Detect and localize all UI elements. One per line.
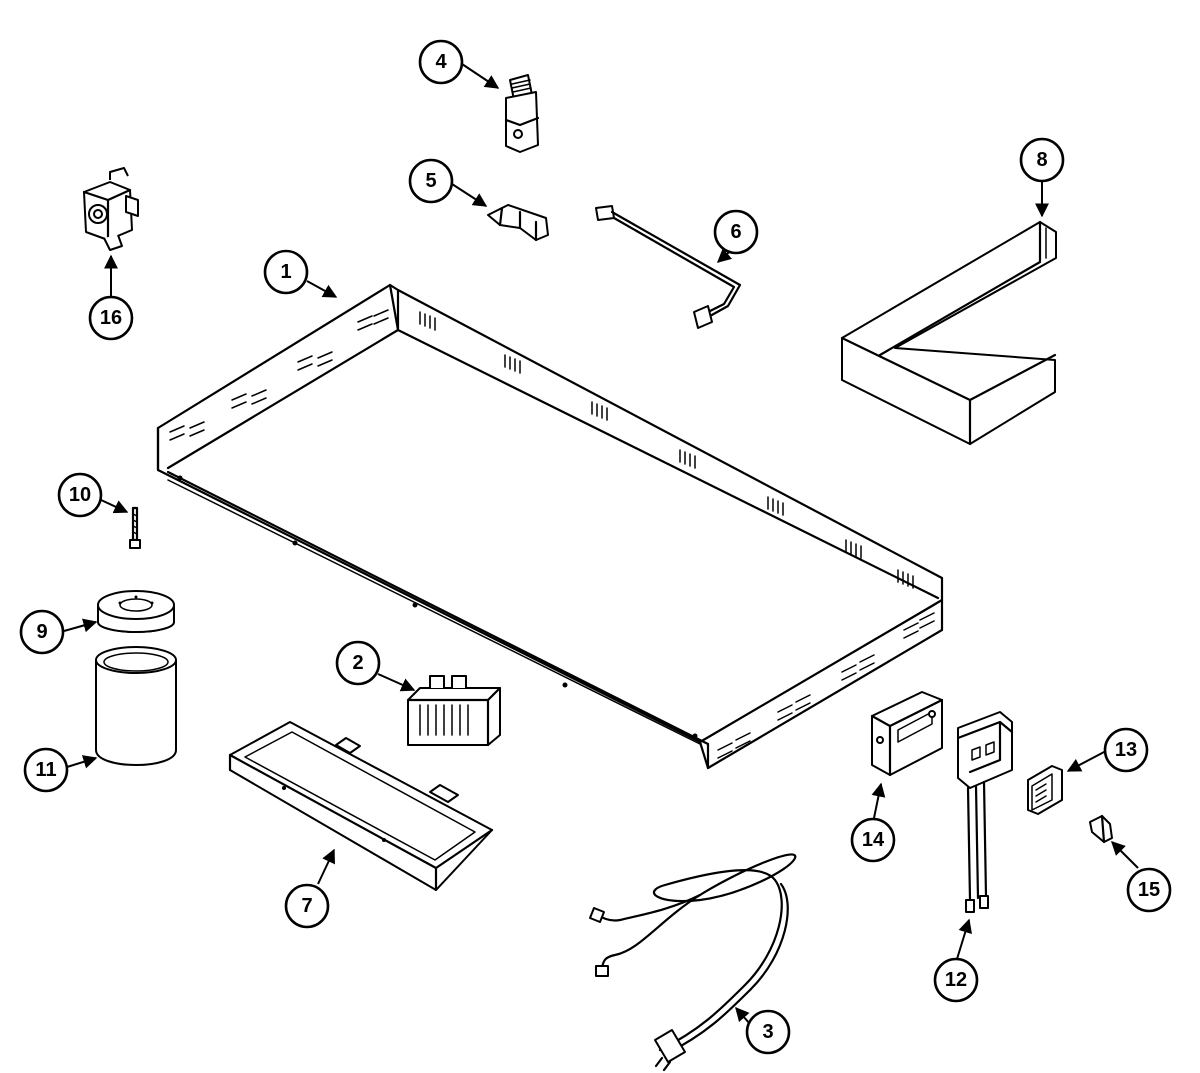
part-8-l-bracket [840,220,1057,446]
part-12-switch-harness [956,711,1014,913]
callout-12: 12 [933,957,979,1003]
callout-5-label: 5 [425,170,436,192]
callout-5: 5 [408,158,454,204]
callout-13-label: 13 [1115,739,1137,761]
callout-2-label: 2 [352,652,363,674]
callout-7-label: 7 [301,895,312,917]
callout-4-label: 4 [435,51,447,73]
callout-1-label: 1 [280,261,291,283]
callout-9-label: 9 [36,621,47,643]
callout-6: 6 [713,209,759,255]
part-5-clip [487,204,549,242]
callout-6-label: 6 [730,221,741,243]
part-9-lid [97,590,175,633]
part-4-fitting [504,74,540,153]
callout-13: 13 [1103,727,1149,773]
callout-1: 1 [263,249,309,295]
callout-8: 8 [1019,137,1065,183]
callout-11: 11 [23,747,69,793]
part-14-bracket [870,691,944,777]
callout-11-label: 11 [35,759,56,781]
part-16-valve [82,167,139,251]
callout-7: 7 [284,883,330,929]
part-1-chassis-tray [156,283,944,770]
callout-8-label: 8 [1036,149,1047,171]
part-13-module [1027,765,1063,815]
part-2-terminal-block [406,675,502,747]
callout-10-label: 10 [69,484,91,506]
callout-12-label: 12 [945,969,967,991]
part-10-screw [129,506,141,549]
callout-15: 15 [1126,867,1172,913]
callout-2: 2 [335,640,381,686]
callout-15-label: 15 [1138,879,1160,901]
part-15-small-clip [1089,814,1113,844]
callout-16: 16 [88,295,134,341]
callout-9: 9 [19,609,65,655]
callout-14-label: 14 [862,829,885,851]
callout-3-label: 3 [762,1021,773,1043]
callout-4: 4 [418,39,464,85]
part-7-tray [228,721,494,892]
part-11-jar [95,646,177,766]
part-3-power-cord [589,853,797,1072]
callout-3: 3 [745,1009,791,1055]
part-6-gas-tube [595,205,742,329]
callout-14: 14 [850,817,896,863]
callout-10: 10 [57,472,103,518]
callout-16-label: 16 [100,307,122,329]
